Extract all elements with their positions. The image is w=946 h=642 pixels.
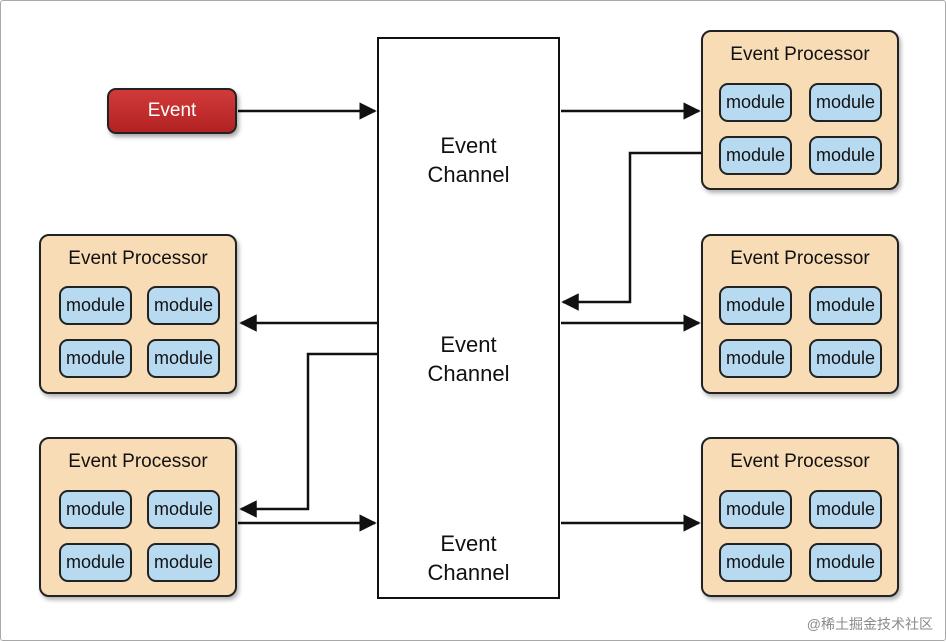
channel-label-line: Event <box>440 332 497 357</box>
event-processor-middle-right: Event Processor module module module mod… <box>701 234 899 394</box>
processor-title: Event Processor <box>68 451 208 472</box>
module-box: module <box>719 83 792 122</box>
channel-label-line: Channel <box>427 361 510 386</box>
module-box: module <box>59 286 132 325</box>
event-channel-label-2: Event Channel <box>377 330 560 388</box>
module-box: module <box>809 490 882 529</box>
module-box: module <box>59 543 132 582</box>
event-channel-container <box>377 37 560 599</box>
module-box: module <box>809 136 882 175</box>
channel-label-line: Channel <box>427 162 510 187</box>
event-label: Event <box>147 100 197 121</box>
processor-title: Event Processor <box>68 248 208 269</box>
module-box: module <box>719 136 792 175</box>
event-channel-label-3: Event Channel <box>377 529 560 587</box>
module-box: module <box>147 286 220 325</box>
event-processor-bottom-left: Event Processor module module module mod… <box>39 437 237 597</box>
module-box: module <box>147 490 220 529</box>
module-box: module <box>809 339 882 378</box>
arrow-processor-top-right-to-channel <box>561 151 701 311</box>
event-node: Event <box>107 88 237 134</box>
channel-label-line: Event <box>440 531 497 556</box>
module-box: module <box>809 83 882 122</box>
arrow-channel-to-processor-bottom-left <box>239 352 377 518</box>
processor-title: Event Processor <box>730 248 870 269</box>
module-box: module <box>719 339 792 378</box>
event-processor-top-right: Event Processor module module module mod… <box>701 30 899 190</box>
channel-label-line: Event <box>440 133 497 158</box>
module-box: module <box>147 543 220 582</box>
module-box: module <box>147 339 220 378</box>
module-box: module <box>59 339 132 378</box>
watermark: @稀土掘金技术社区 <box>806 616 933 632</box>
channel-label-line: Channel <box>427 560 510 585</box>
event-processor-bottom-right: Event Processor module module module mod… <box>701 437 899 597</box>
processor-title: Event Processor <box>730 451 870 472</box>
module-box: module <box>719 286 792 325</box>
module-box: module <box>719 490 792 529</box>
event-channel-label-1: Event Channel <box>377 131 560 189</box>
module-box: module <box>809 286 882 325</box>
processor-title: Event Processor <box>730 44 870 65</box>
event-processor-middle-left: Event Processor module module module mod… <box>39 234 237 394</box>
module-box: module <box>809 543 882 582</box>
module-box: module <box>59 490 132 529</box>
module-box: module <box>719 543 792 582</box>
